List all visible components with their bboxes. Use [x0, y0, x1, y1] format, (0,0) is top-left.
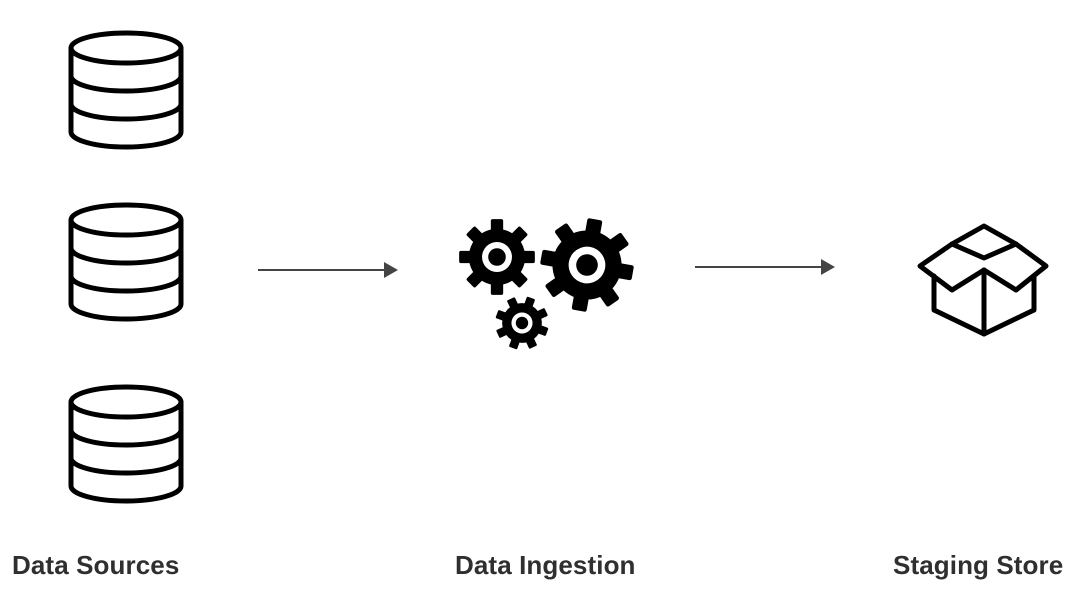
- database-icon: [68, 30, 184, 150]
- label-staging-store: Staging Store: [893, 550, 1064, 580]
- flow-arrow: [258, 262, 398, 278]
- gears-icon: [459, 211, 640, 358]
- label-data-ingestion: Data Ingestion: [455, 550, 636, 580]
- database-icon: [68, 384, 184, 504]
- open-box-icon: [917, 223, 1049, 337]
- flow-arrow: [695, 259, 835, 275]
- label-data-sources: Data Sources: [12, 550, 180, 580]
- database-icon: [68, 202, 184, 322]
